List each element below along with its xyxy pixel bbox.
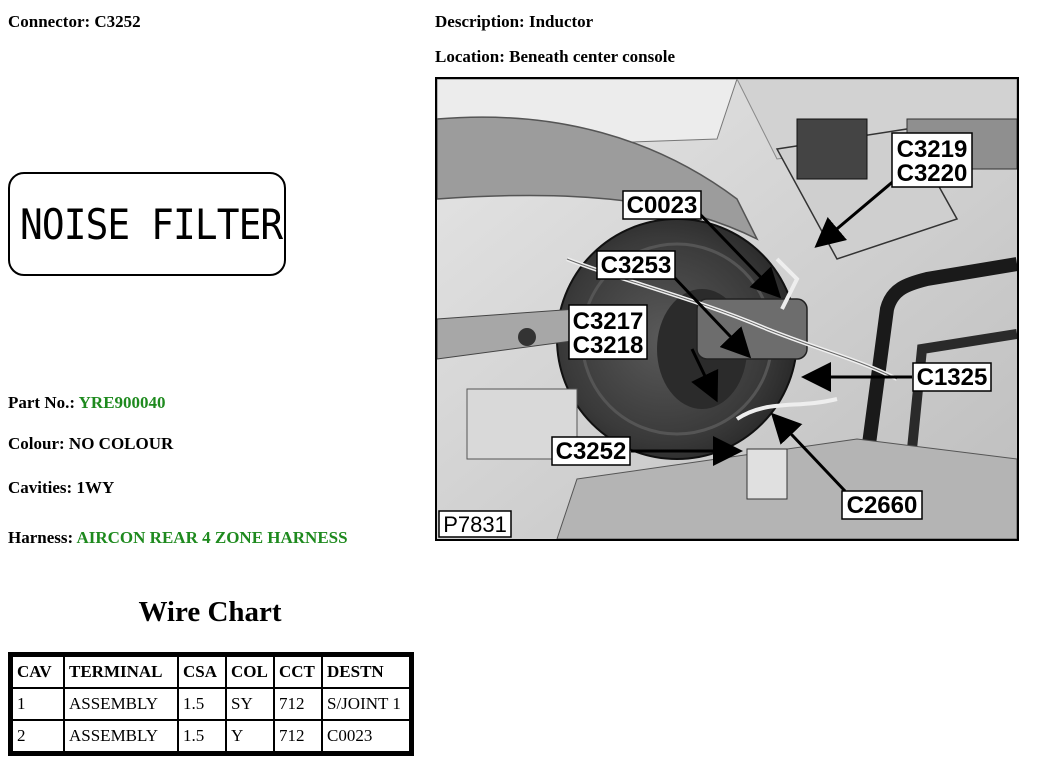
part-no-value: YRE900040: [78, 393, 166, 412]
cavities-value: 1WY: [76, 478, 115, 497]
header-col: COL: [227, 657, 273, 687]
harness-value: AIRCON REAR 4 ZONE HARNESS: [76, 528, 348, 547]
callout-c3217-c3218: C3217 C3218: [568, 304, 648, 360]
wire-chart-title: Wire Chart: [138, 596, 282, 628]
header-cav: CAV: [13, 657, 63, 687]
callout-c3253: C3253: [601, 252, 672, 279]
location-photo: C3219 C3220 C0023 C3253 C3217 C3218 C132…: [435, 77, 1019, 541]
cell-cav: 2: [13, 721, 63, 751]
colour-label: Colour:: [8, 434, 65, 453]
connector-value: C3252: [94, 12, 141, 31]
photo-code: P7831: [443, 512, 507, 537]
colour-value: NO COLOUR: [68, 434, 174, 453]
location-field: Location: Beneath center console: [435, 47, 675, 67]
location-value: Beneath center console: [509, 47, 676, 66]
callout-c3253-box: C3253: [596, 250, 676, 280]
connector-label-image-text: NOISE FILTER: [20, 200, 283, 249]
callout-c1325: C1325: [917, 364, 988, 391]
cell-terminal: ASSEMBLY: [65, 689, 177, 719]
cell-destn: S/JOINT 1: [323, 689, 409, 719]
cell-cct: 712: [275, 689, 321, 719]
part-no-field: Part No.: YRE900040: [8, 393, 166, 413]
callout-c3252-box: C3252: [551, 436, 631, 466]
wire-chart-table: CAV TERMINAL CSA COL CCT DESTN 1 ASSEMBL…: [8, 652, 414, 756]
callout-c2660: C2660: [847, 492, 918, 519]
cell-col: Y: [227, 721, 273, 751]
part-no-label: Part No.:: [8, 393, 76, 412]
description-value: Inductor: [528, 12, 594, 31]
cavities-field: Cavities: 1WY: [8, 478, 114, 498]
wire-chart-header-row: CAV TERMINAL CSA COL CCT DESTN: [13, 657, 409, 687]
callout-c3217: C3217: [573, 308, 644, 335]
callout-c0023: C0023: [627, 192, 698, 219]
cell-cct: 712: [275, 721, 321, 751]
table-row: 1 ASSEMBLY 1.5 SY 712 S/JOINT 1: [13, 689, 409, 719]
harness-field: Harness: AIRCON REAR 4 ZONE HARNESS: [8, 528, 348, 548]
location-photo-illustration: C3219 C3220 C0023 C3253 C3217 C3218 C132…: [437, 79, 1017, 539]
photo-code-box: P7831: [438, 510, 512, 538]
callout-c3219: C3219: [897, 136, 968, 163]
location-label: Location:: [435, 47, 505, 66]
cavities-label: Cavities:: [8, 478, 73, 497]
cell-terminal: ASSEMBLY: [65, 721, 177, 751]
cell-destn: C0023: [323, 721, 409, 751]
description-field: Description: Inductor: [435, 12, 593, 32]
callout-c2660-box: C2660: [841, 490, 923, 520]
header-terminal: TERMINAL: [65, 657, 177, 687]
cell-csa: 1.5: [179, 721, 225, 751]
header-destn: DESTN: [323, 657, 409, 687]
callout-c3219-c3220: C3219 C3220: [891, 132, 973, 188]
colour-field: Colour: NO COLOUR: [8, 434, 173, 454]
connector-label: Connector:: [8, 12, 91, 31]
connector-field: Connector: C3252: [8, 12, 141, 32]
callout-c3220: C3220: [897, 160, 968, 187]
cell-col: SY: [227, 689, 273, 719]
table-row: 2 ASSEMBLY 1.5 Y 712 C0023: [13, 721, 409, 751]
callout-c3218: C3218: [573, 332, 644, 359]
callout-c3252: C3252: [556, 438, 627, 465]
harness-label: Harness:: [8, 528, 74, 547]
connector-label-image: [8, 172, 286, 276]
callout-c1325-box: C1325: [912, 362, 992, 392]
cell-cav: 1: [13, 689, 63, 719]
header-cct: CCT: [275, 657, 321, 687]
cell-csa: 1.5: [179, 689, 225, 719]
header-csa: CSA: [179, 657, 225, 687]
callout-c0023-box: C0023: [622, 190, 702, 220]
description-label: Description:: [435, 12, 525, 31]
